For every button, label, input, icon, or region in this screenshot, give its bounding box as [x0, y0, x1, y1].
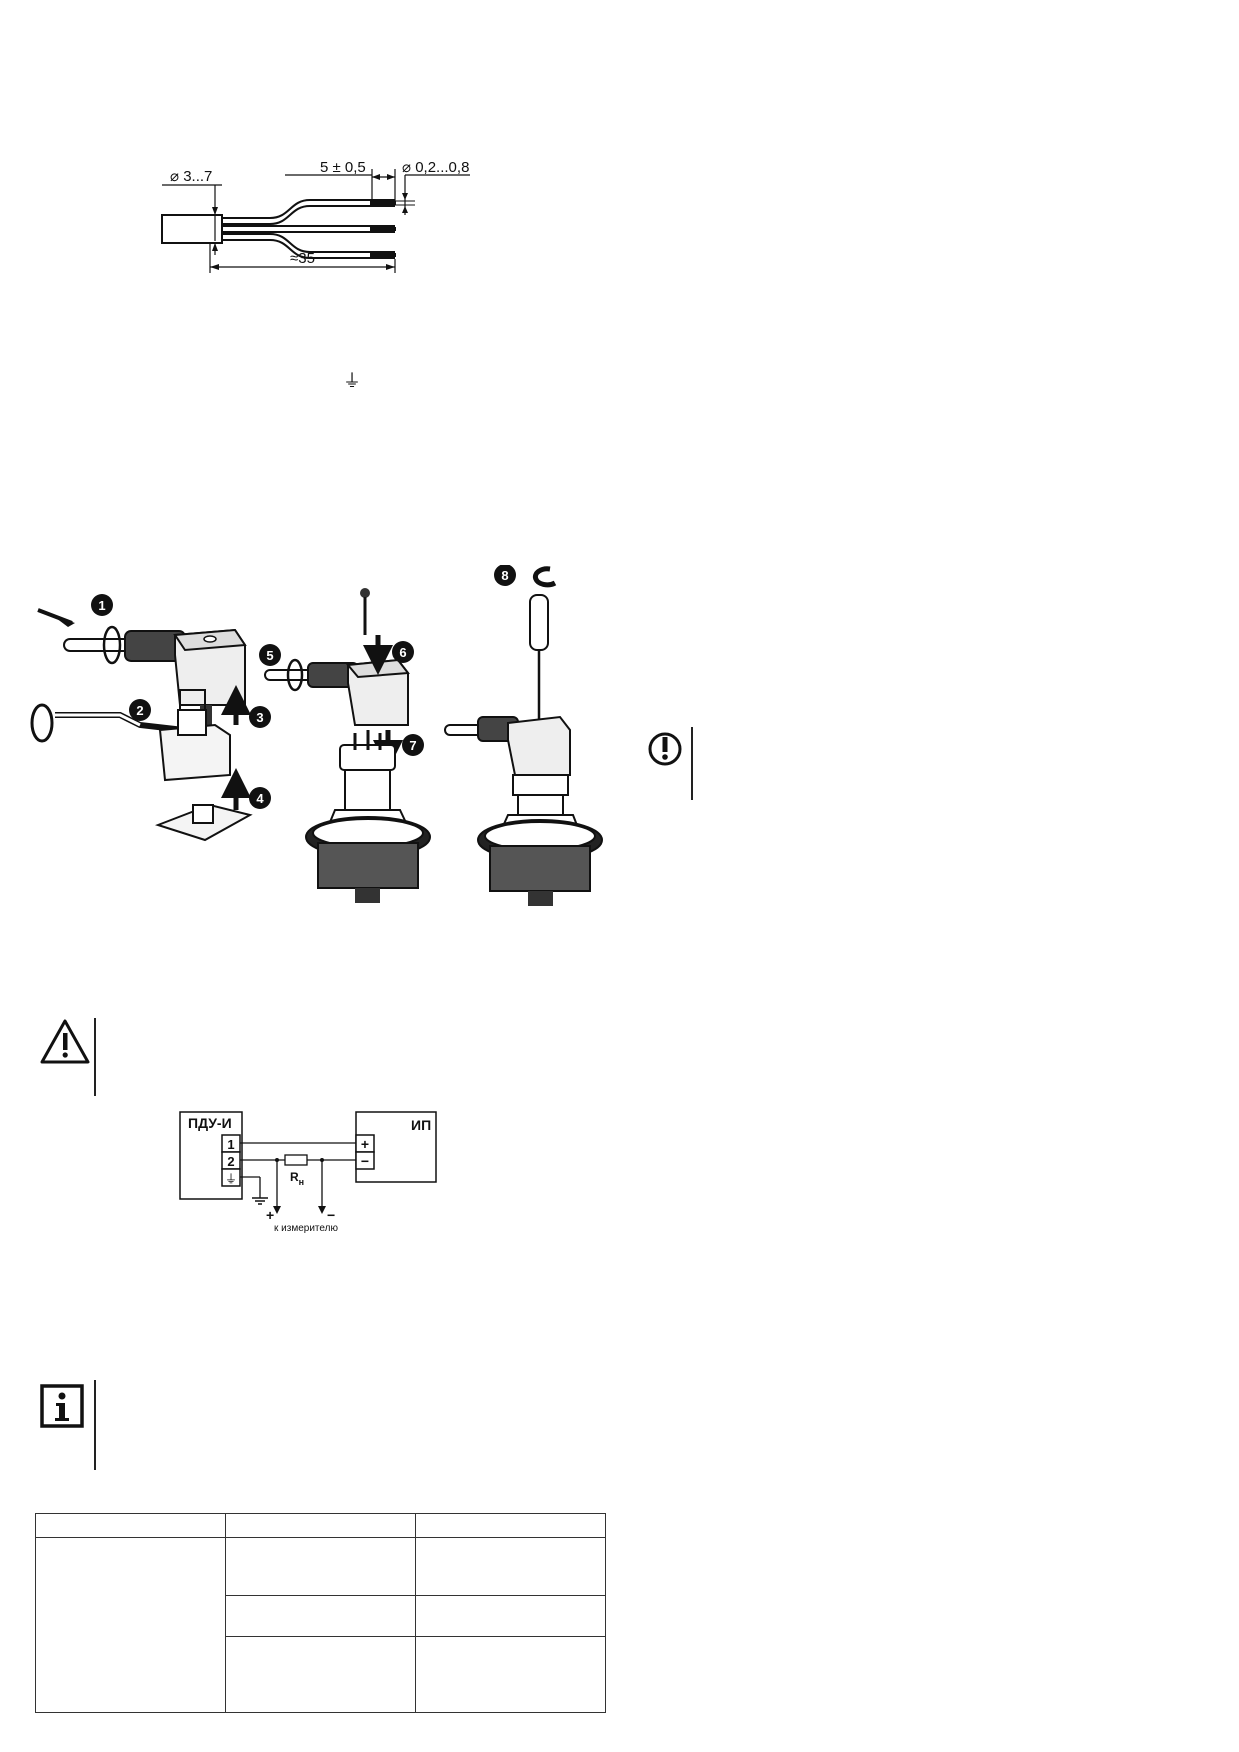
- table-row: [35, 1512, 606, 1539]
- step-badge: 7: [409, 738, 416, 753]
- step-badge: 4: [256, 791, 264, 806]
- table-cell: [225, 1595, 416, 1637]
- table-cell: [415, 1635, 606, 1714]
- warning-icon: [40, 1019, 90, 1064]
- overall-length-label: ≈35: [290, 250, 315, 267]
- terminal-2-label: 2: [227, 1154, 234, 1169]
- step-badge: 2: [136, 703, 143, 718]
- table-cell: [415, 1595, 606, 1637]
- terminal-1-label: 1: [227, 1137, 234, 1152]
- cable-diameter-label: ⌀ 3...7: [170, 168, 212, 185]
- step-badge: 1: [98, 598, 105, 613]
- warning-sidebar: [94, 1018, 96, 1096]
- table-row: [36, 1595, 606, 1637]
- resistor-label: Rн: [290, 1170, 304, 1187]
- info-icon: [40, 1384, 84, 1428]
- strip-length-label: 5 ± 0,5: [320, 159, 366, 176]
- table-cell: [225, 1512, 416, 1539]
- connector-assembly-illustration: 1 2 3 4 5 6 7 8: [30, 565, 603, 906]
- table-row: [35, 1537, 606, 1713]
- wiring-circuit-diagram: ПДУ-И 1 2 ⏚ ИП + − Rн + − к измерителю: [179, 1111, 437, 1234]
- power-plus-label: +: [361, 1136, 369, 1152]
- wire-diameter-label: ⌀ 0,2...0,8: [402, 159, 469, 176]
- power-minus-label: −: [361, 1153, 369, 1169]
- table-cell: [35, 1512, 226, 1539]
- meter-caption: к измерителю: [274, 1223, 338, 1234]
- table-cell: [225, 1537, 416, 1597]
- ground-symbol-icon: ⏚: [343, 371, 361, 392]
- step-badge: 3: [256, 710, 263, 725]
- step-badge: 8: [501, 568, 508, 583]
- spec-table: [35, 1512, 606, 1714]
- meter-minus-label: −: [327, 1207, 335, 1223]
- cable-strip-diagram: ⌀ 3...7 5 ± 0,5 ⌀ 0,2...0,8 ≈35: [161, 159, 470, 273]
- step-badge: 5: [266, 648, 273, 663]
- terminal-ground-label: ⏚: [225, 1172, 237, 1186]
- table-cell: [415, 1537, 606, 1597]
- table-row: [36, 1635, 606, 1714]
- device-label: ПДУ-И: [188, 1115, 232, 1131]
- attention-icon: [648, 727, 693, 800]
- meter-plus-label: +: [266, 1207, 274, 1223]
- table-cell: [225, 1635, 416, 1714]
- info-sidebar: [94, 1380, 96, 1470]
- table-cell: [415, 1512, 606, 1539]
- step-badge: 6: [399, 645, 406, 660]
- power-supply-label: ИП: [411, 1117, 431, 1133]
- table-cell: [35, 1537, 226, 1713]
